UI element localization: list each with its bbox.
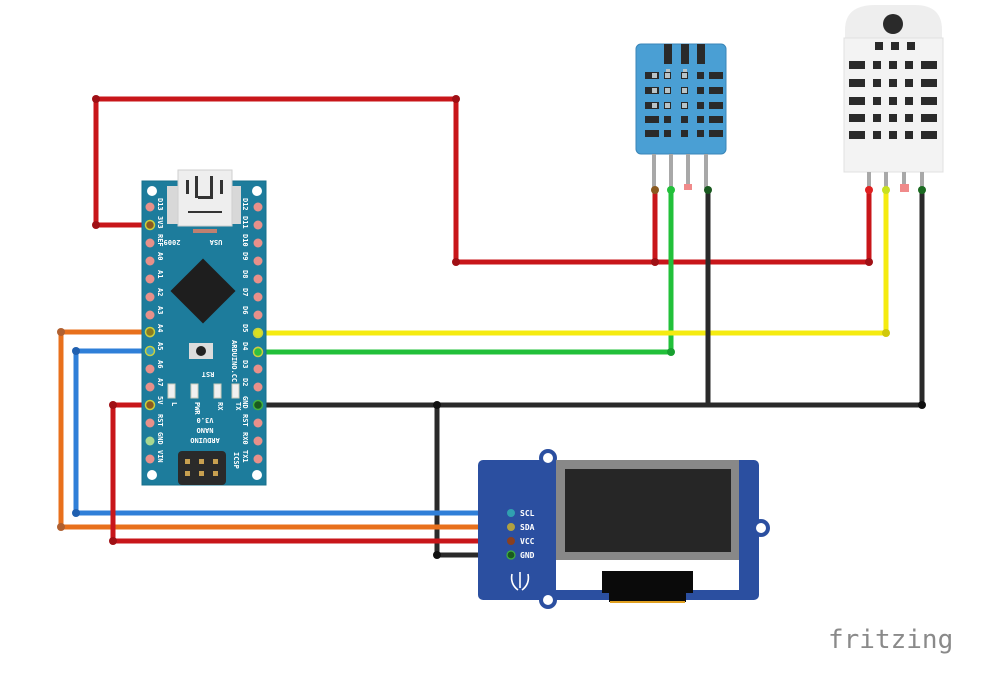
label-usa: USA: [209, 238, 222, 246]
oled-pin-sda: SDA: [520, 523, 535, 532]
pin-label-l-a0: A0: [156, 252, 164, 260]
wire-gnd-main[interactable]: [255, 187, 925, 408]
board-version: V3.0: [197, 416, 214, 424]
arduino-nano[interactable]: 2009 USA ARDUINO NANO V3.0 ARDUINO.CC RS…: [141, 169, 267, 486]
label-led-tx: TX: [234, 402, 242, 411]
label-rst-button: RST: [202, 370, 215, 378]
label-led-rx: RX: [216, 402, 224, 411]
oled-pin-dots: [506, 509, 516, 560]
pin-label-r-tx1: TX1: [241, 450, 249, 463]
oled-pin-gnd: GND: [520, 551, 535, 560]
pin-label-l-a1: A1: [156, 270, 164, 278]
icsp-header: [178, 451, 226, 485]
dht11-sensor[interactable]: [635, 43, 727, 190]
pin-l-a6[interactable]: [145, 364, 155, 374]
pin-label-l-vin: VIN: [156, 450, 164, 463]
pin-label-l-a7: A7: [156, 378, 164, 386]
pin-label-r-d5: D5: [241, 324, 249, 332]
pin-r-d12[interactable]: [253, 202, 263, 212]
pin-label-l-a5: A5: [156, 342, 164, 350]
oled-screen: [565, 469, 731, 552]
pin-l-d13[interactable]: [145, 202, 155, 212]
reset-button[interactable]: [189, 343, 213, 359]
sensor-pin-ends: [651, 186, 926, 194]
oled-pin-vcc: VCC: [520, 537, 535, 546]
label-led-l: L: [170, 402, 178, 406]
pin-r-d2[interactable]: [253, 382, 263, 392]
pin-r-rx0[interactable]: [253, 436, 263, 446]
wire-d4-dht11-data[interactable]: [255, 187, 674, 355]
board-name-arduino: ARDUINO: [190, 436, 220, 444]
pin-r-d7[interactable]: [253, 292, 263, 302]
pin-l-rst[interactable]: [145, 418, 155, 428]
label-2009: 2009: [164, 238, 181, 246]
dht22-sensor[interactable]: [843, 5, 944, 192]
pin-r-d3[interactable]: [253, 364, 263, 374]
pin-label-r-d11: D11: [241, 216, 249, 229]
pin-l-a3[interactable]: [145, 310, 155, 320]
status-leds: [167, 383, 240, 399]
pin-l-ref[interactable]: [145, 238, 155, 248]
pin-label-r-d6: D6: [241, 306, 249, 314]
label-arduino-cc: ARDUINO.CC: [230, 340, 238, 382]
grove-logo-icon: [510, 572, 530, 591]
pin-label-r-d10: D10: [241, 234, 249, 247]
pin-l-a7[interactable]: [145, 382, 155, 392]
pin-r-d6[interactable]: [253, 310, 263, 320]
pin-label-l-3v3: 3V3: [156, 216, 164, 229]
pin-label-r-d7: D7: [241, 288, 249, 296]
pin-label-l-ref: REF: [156, 234, 164, 247]
pin-label-l-a3: A3: [156, 306, 164, 314]
pin-label-r-rst: RST: [241, 414, 249, 427]
board-name-nano: NANO: [197, 426, 214, 434]
microcontroller-chip: [170, 258, 236, 324]
pin-label-l-rst: RST: [156, 414, 164, 427]
pin-l-gnd[interactable]: [145, 436, 155, 446]
pin-l-a1[interactable]: [145, 274, 155, 284]
oled-pin-scl: SCL: [520, 509, 535, 518]
pin-label-r-rx0: RX0: [241, 432, 249, 445]
pin-label-l-5v: 5V: [156, 396, 164, 405]
pin-r-d8[interactable]: [253, 274, 263, 284]
pin-r-d9[interactable]: [253, 256, 263, 266]
pin-r-rst[interactable]: [253, 418, 263, 428]
pin-label-l-a2: A2: [156, 288, 164, 296]
pin-label-r-d12: D12: [241, 198, 249, 211]
arduino-wire-ends: [144, 219, 264, 411]
pin-label-l-a4: A4: [156, 324, 164, 332]
pin-r-d10[interactable]: [253, 238, 263, 248]
label-led-pwr: PWR: [193, 402, 201, 415]
pin-l-a0[interactable]: [145, 256, 155, 266]
wire-a4-sda[interactable]: [58, 329, 514, 530]
pin-label-r-d2: D2: [241, 378, 249, 386]
pin-l-vin[interactable]: [145, 454, 155, 464]
usb-connector: [167, 169, 241, 233]
pin-r-tx1[interactable]: [253, 454, 263, 464]
pin-label-r-d3: D3: [241, 360, 249, 368]
pin-r-d11[interactable]: [253, 220, 263, 230]
label-icsp: ICSP: [232, 452, 240, 469]
pin-label-r-d4: D4: [241, 342, 249, 350]
pin-label-l-gnd: GND: [156, 432, 164, 445]
pin-label-r-d8: D8: [241, 270, 249, 278]
pin-l-a2[interactable]: [145, 292, 155, 302]
pin-label-l-a6: A6: [156, 360, 164, 368]
oled-display-module[interactable]: SCL SDA VCC GND: [478, 449, 770, 609]
wire-junctions: [57, 95, 926, 559]
pin-label-r-gnd: GND: [241, 396, 249, 409]
wire-a5-scl[interactable]: [73, 348, 514, 516]
pin-label-r-d9: D9: [241, 252, 249, 260]
fritzing-logo: fritzing: [828, 625, 953, 655]
pin-label-l-d13: D13: [156, 198, 164, 211]
wire-5v-vcc[interactable]: [110, 402, 514, 544]
